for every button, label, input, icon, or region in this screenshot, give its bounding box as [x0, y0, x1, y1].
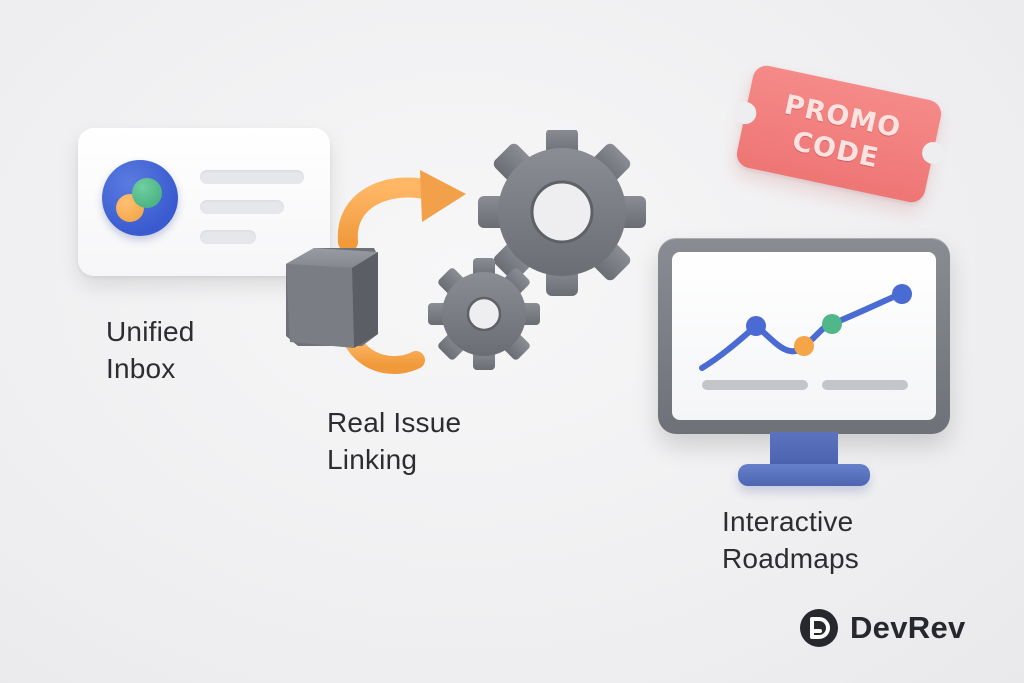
monitor-stand [738, 464, 870, 486]
chart-point [794, 336, 814, 356]
legend-bar [702, 380, 808, 390]
gear-icon [478, 130, 646, 296]
monitor-screen [672, 252, 936, 420]
unified-inbox-line2: Inbox [106, 353, 176, 384]
unified-inbox-label: Unified Inbox [106, 313, 195, 387]
unified-inbox-line1: Unified [106, 316, 195, 347]
cube-icon [286, 248, 378, 348]
chart-point [746, 316, 766, 336]
real-issue-linking-line2: Linking [327, 444, 418, 475]
interactive-roadmaps-label: Interactive Roadmaps [722, 503, 859, 577]
chart-point [892, 284, 912, 304]
issue-linking-illustration [286, 130, 646, 374]
avatar-icon [102, 160, 178, 236]
real-issue-linking-label: Real Issue Linking [327, 404, 461, 478]
brand-lockup: DevRev [800, 609, 966, 647]
cycle-arrow-icon [337, 170, 466, 374]
promo-ticket-icon: PROMO CODE [734, 63, 944, 205]
inbox-card-icon [78, 128, 330, 276]
real-issue-linking-line1: Real Issue [327, 407, 462, 438]
text-line-placeholder [200, 170, 304, 184]
devrev-logo-icon [800, 609, 838, 647]
legend-bar [822, 380, 908, 390]
interactive-roadmaps-line1: Interactive [722, 506, 854, 537]
chart-point [822, 314, 842, 334]
monitor-neck [770, 432, 838, 468]
brand-name: DevRev [850, 610, 966, 645]
interactive-roadmaps-line2: Roadmaps [722, 543, 860, 574]
text-line-placeholder [200, 230, 256, 244]
gear-icon [428, 258, 540, 370]
text-line-placeholder [200, 200, 284, 214]
monitor-chart-icon [658, 238, 950, 434]
green-dot [132, 178, 162, 208]
roadmap-line-chart [699, 284, 912, 371]
